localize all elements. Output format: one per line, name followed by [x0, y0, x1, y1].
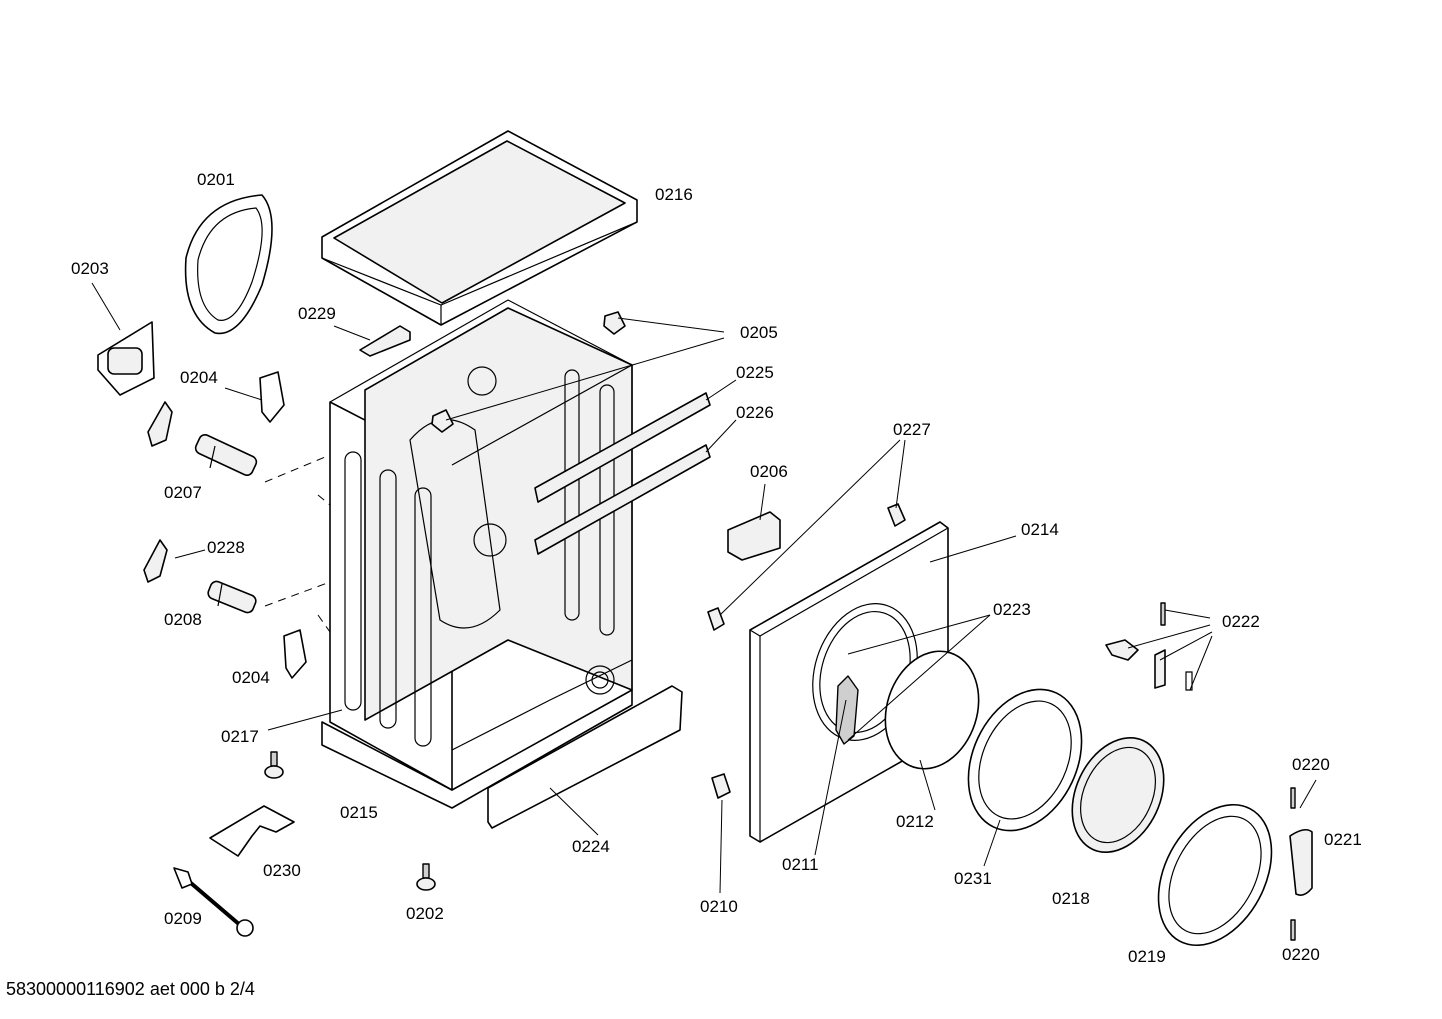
label-0215: 0215 [340, 803, 378, 822]
label-0209: 0209 [164, 909, 202, 928]
part-pressure-switch[interactable] [727, 511, 781, 561]
label-0219: 0219 [1128, 947, 1166, 966]
label-0220-top: 0220 [1292, 755, 1330, 774]
part-labels: 0201 0202 0203 0204 0204 0205 0206 0207 … [71, 170, 1362, 966]
part-gasket[interactable] [184, 194, 273, 335]
label-0203: 0203 [71, 259, 109, 278]
label-0202: 0202 [406, 904, 444, 923]
part-foot-right[interactable] [416, 863, 436, 891]
part-clip-0227-upper[interactable] [887, 503, 906, 527]
part-clip-lower[interactable] [283, 629, 307, 679]
part-door-seal[interactable] [871, 639, 994, 781]
part-bracket-left-lower[interactable] [143, 539, 168, 583]
label-0218: 0218 [1052, 889, 1090, 908]
label-0229: 0229 [298, 304, 336, 323]
label-0226: 0226 [736, 403, 774, 422]
label-0227: 0227 [893, 420, 931, 439]
part-bracket-top-right[interactable] [603, 311, 626, 335]
document-code: 58300000116902 aet 000 b 2/4 [6, 979, 255, 999]
part-cabinet[interactable] [321, 299, 634, 809]
label-0228: 0228 [207, 538, 245, 557]
part-bracket-inner[interactable] [431, 409, 454, 433]
part-hinge-pin-top[interactable] [1290, 787, 1296, 809]
part-door-ring[interactable] [947, 671, 1104, 849]
label-0225: 0225 [736, 363, 774, 382]
part-lock-set[interactable] [1105, 602, 1193, 691]
label-0223: 0223 [993, 600, 1031, 619]
label-0212: 0212 [896, 812, 934, 831]
label-0210: 0210 [700, 897, 738, 916]
leader-lines [91, 282, 1317, 894]
label-0217: 0217 [221, 727, 259, 746]
label-0208: 0208 [164, 610, 202, 629]
label-0231: 0231 [954, 869, 992, 888]
part-foot-left[interactable] [264, 751, 284, 779]
part-top-cover[interactable] [321, 130, 638, 326]
part-shock-absorber-lower[interactable] [206, 580, 257, 615]
label-0216: 0216 [655, 185, 693, 204]
part-door-frame[interactable] [1136, 785, 1295, 964]
part-front-panel[interactable] [749, 521, 949, 843]
part-hinge-pin-bottom[interactable] [1290, 919, 1296, 941]
part-door-handle[interactable] [1289, 828, 1313, 896]
part-spanner[interactable] [173, 867, 254, 937]
part-shock-absorber-upper[interactable] [194, 433, 259, 477]
label-0204-upper: 0204 [180, 368, 218, 387]
label-0206: 0206 [750, 462, 788, 481]
part-clip-upper[interactable] [259, 371, 285, 423]
label-0204-lower: 0204 [232, 668, 270, 687]
label-0211: 0211 [782, 855, 819, 874]
part-clip-0227-lower[interactable] [707, 607, 725, 631]
label-0224: 0224 [572, 837, 610, 856]
label-0230: 0230 [263, 861, 301, 880]
label-0222: 0222 [1222, 612, 1260, 631]
part-clip-0210[interactable] [711, 773, 731, 799]
part-top-strip[interactable] [359, 325, 411, 357]
part-door-glass[interactable] [1055, 723, 1182, 867]
label-0214: 0214 [1021, 520, 1059, 539]
label-0207: 0207 [164, 483, 202, 502]
part-bracket-left-upper[interactable] [147, 401, 173, 447]
part-spacer-plate[interactable] [209, 805, 295, 857]
label-0201: 0201 [197, 170, 235, 189]
part-cross-rails[interactable] [534, 392, 711, 555]
part-mount-bracket[interactable] [97, 321, 155, 396]
label-0220-bottom: 0220 [1282, 945, 1320, 964]
label-0221: 0221 [1324, 830, 1362, 849]
part-plinth[interactable] [487, 685, 683, 829]
label-0205: 0205 [740, 323, 778, 342]
